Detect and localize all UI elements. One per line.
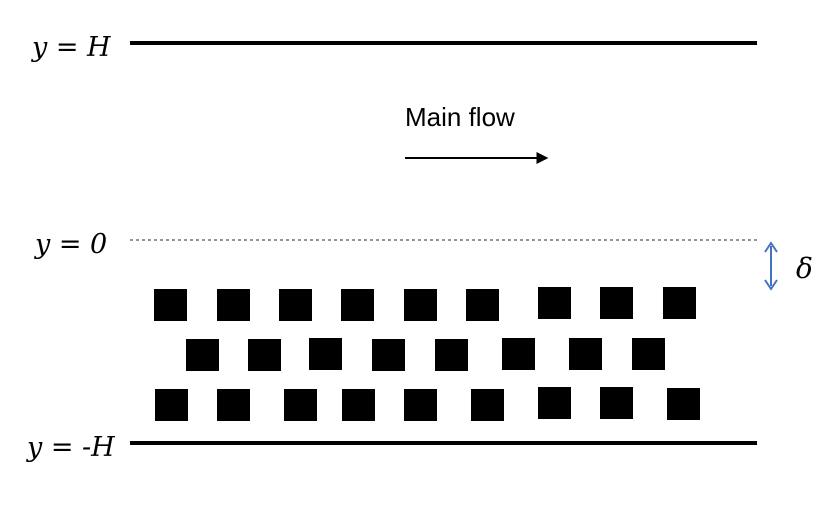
- roughness-row-top: [154, 287, 696, 321]
- roughness-block: [502, 338, 535, 370]
- roughness-block: [600, 287, 633, 319]
- double-arrow-vertical-icon: [764, 241, 778, 291]
- roughness-block: [248, 339, 281, 371]
- roughness-block: [538, 387, 571, 419]
- main-flow-label: Main flow: [405, 102, 515, 132]
- roughness-row-middle: [186, 338, 665, 371]
- label-y-bottom: y = -H: [26, 432, 115, 463]
- roughness-block: [372, 339, 405, 371]
- roughness-block: [309, 338, 342, 370]
- roughness-row-bottom: [155, 387, 700, 421]
- roughness-block: [154, 289, 187, 321]
- roughness-block: [341, 289, 374, 321]
- roughness-block: [284, 389, 317, 421]
- roughness-block: [279, 289, 312, 321]
- roughness-block: [342, 389, 375, 421]
- roughness-block: [466, 289, 499, 321]
- roughness-block: [217, 389, 250, 421]
- roughness-block: [404, 289, 437, 321]
- roughness-block: [155, 389, 188, 421]
- roughness-block: [667, 388, 700, 420]
- roughness-block: [404, 389, 437, 421]
- roughness-block: [471, 389, 504, 421]
- roughness-block: [632, 338, 665, 370]
- roughness-block: [663, 287, 696, 319]
- roughness-block: [600, 387, 633, 419]
- roughness-block: [435, 339, 468, 371]
- roughness-block: [217, 289, 250, 321]
- label-delta: δ: [796, 252, 813, 285]
- roughness-block: [538, 287, 571, 319]
- label-y-top: y = H: [31, 32, 111, 63]
- roughness-block: [569, 338, 602, 370]
- roughness-block: [186, 339, 219, 371]
- label-y-zero: y = 0: [34, 229, 107, 260]
